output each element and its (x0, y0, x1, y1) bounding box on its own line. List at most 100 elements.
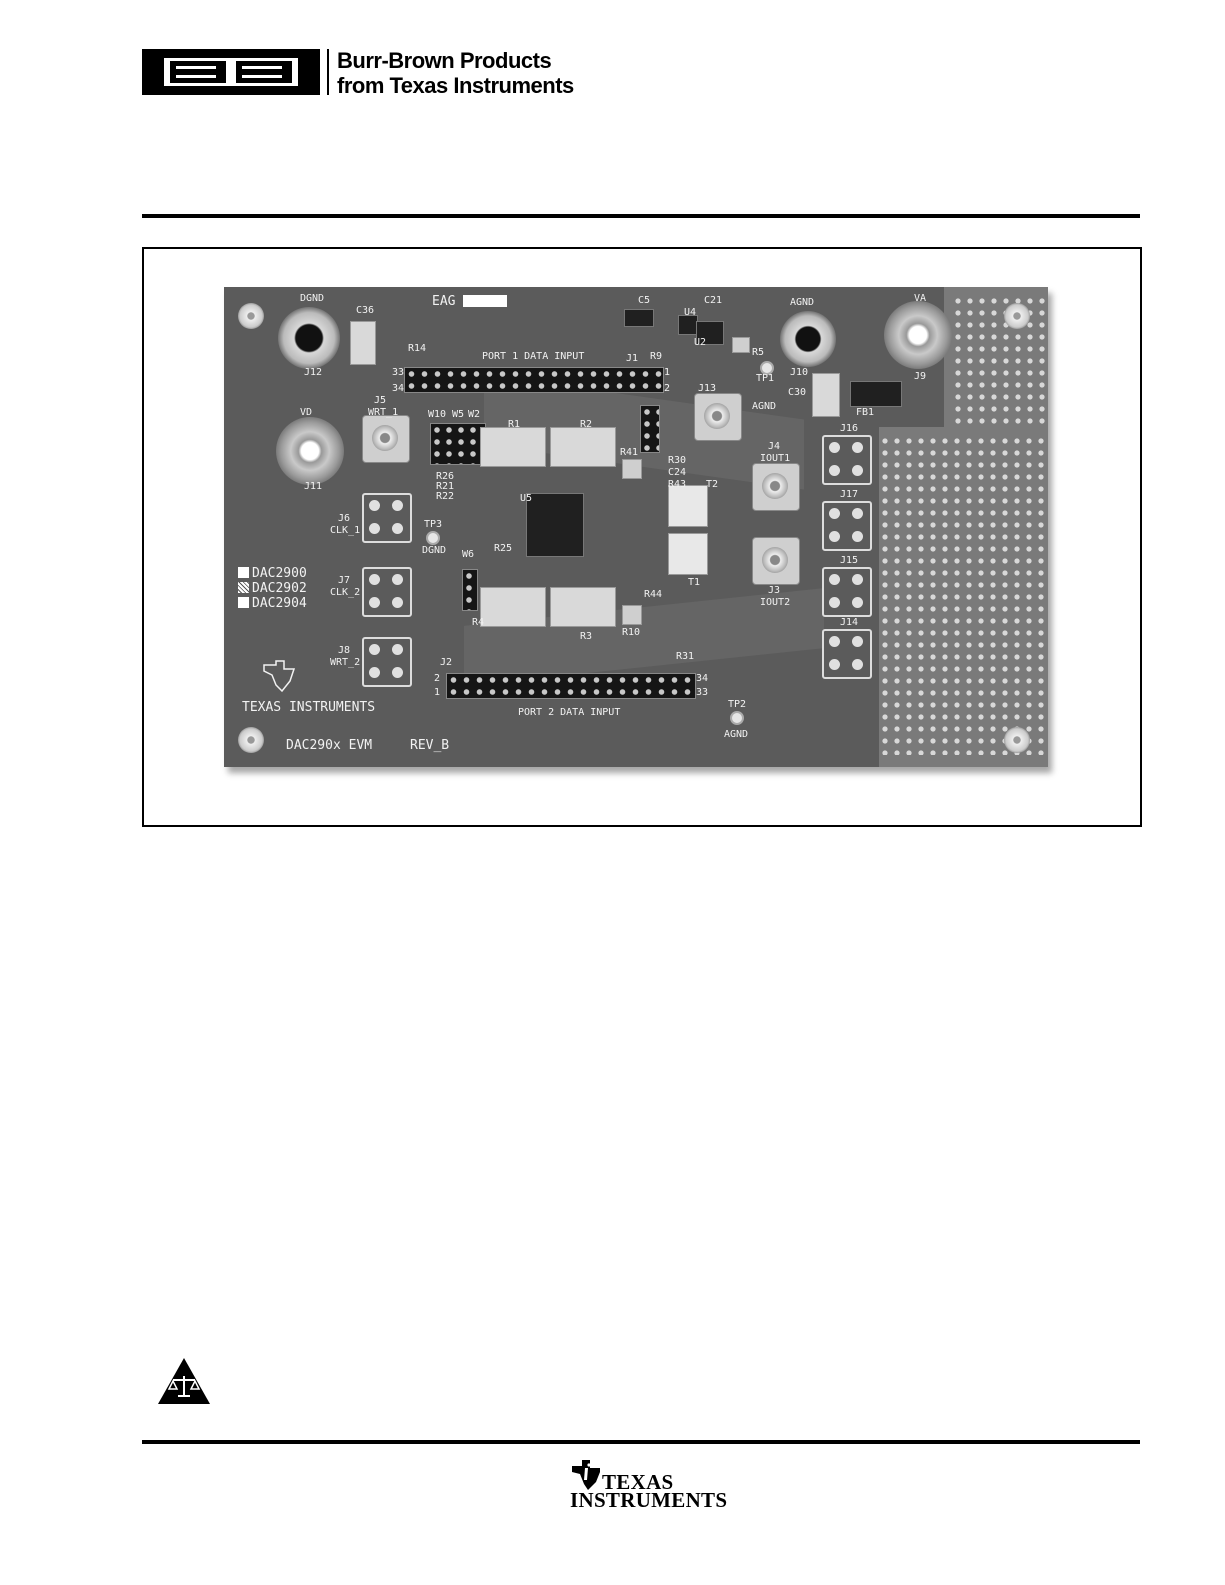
silk-r26: R26 (436, 471, 455, 482)
silk-r3: R3 (580, 631, 593, 642)
silk-r30: R30 (668, 455, 687, 466)
silk-agnd-top: AGND (790, 297, 815, 308)
silk-j8: J8 (338, 645, 351, 656)
footprint-j17 (822, 501, 872, 551)
brand-line-2: from Texas Instruments (337, 73, 574, 98)
silk-tp2: TP2 (728, 699, 747, 710)
silk-j15: J15 (840, 555, 859, 566)
silk-agnd-tp2: AGND (724, 729, 749, 740)
footprint-j14 (822, 629, 872, 679)
board-photo-frame: DGND C36 EAG C5 C21 U4 U2 R5 R9 AGND VA … (142, 247, 1142, 827)
silk-rev: REV_B (410, 738, 450, 753)
silk-dgnd-tp3: DGND (422, 545, 447, 556)
silk-dac2902-text: DAC2902 (252, 581, 307, 596)
silk-c30: C30 (788, 387, 807, 398)
silk-u2: U2 (694, 337, 707, 348)
sma-connector-j4 (752, 463, 800, 511)
silk-r5: R5 (752, 347, 765, 358)
silk-clk1: CLK_1 (330, 525, 361, 536)
silk-r25: R25 (494, 543, 513, 554)
silk-j3: J3 (768, 585, 781, 596)
silk-r43: R43 (668, 479, 687, 490)
silk-r10: R10 (622, 627, 641, 638)
silk-j16: J16 (840, 423, 859, 434)
silk-r1: R1 (508, 419, 521, 430)
silk-clk2: CLK_2 (330, 587, 361, 598)
silk-pin2-j1: 2 (664, 383, 671, 394)
footprint-j7 (362, 567, 412, 617)
silk-tp1: TP1 (756, 373, 775, 384)
silk-r14: R14 (408, 343, 427, 354)
header-divider (327, 49, 329, 95)
mounting-hole (238, 303, 264, 329)
silk-dac2904-text: DAC2904 (252, 596, 307, 611)
burr-brown-logo (142, 49, 320, 95)
silk-eag-text: EAG (432, 294, 456, 309)
silk-c36: C36 (356, 305, 375, 316)
jumper-w6 (462, 569, 478, 611)
silk-pin1-j1: 1 (664, 367, 671, 378)
ti-wordmark-line-1: TEXAS (602, 1470, 674, 1494)
header-j2 (446, 673, 696, 699)
silk-r22: R22 (436, 491, 455, 502)
sma-connector-j3 (752, 537, 800, 585)
silk-j9: J9 (914, 371, 927, 382)
capacitor-c36 (350, 321, 376, 365)
resistor-pack-r2 (550, 427, 616, 467)
mounting-hole (238, 727, 264, 753)
silk-r2: R2 (580, 419, 593, 430)
mounting-hole (1004, 727, 1030, 753)
component-r41 (622, 459, 642, 479)
brand-line-1: Burr-Brown Products (337, 48, 552, 73)
footprint-j16 (822, 435, 872, 485)
silk-eag: EAG (432, 294, 508, 309)
ti-logo-icon (572, 1460, 600, 1490)
silk-j7: J7 (338, 575, 351, 586)
silk-u4: U4 (684, 307, 697, 318)
silk-j14: J14 (840, 617, 859, 628)
silk-j10: J10 (790, 367, 809, 378)
important-notice-icon (158, 1358, 210, 1404)
ti-silkscreen-logo-icon (263, 660, 296, 693)
resistor-pack-r4 (480, 587, 546, 627)
silk-u5: U5 (520, 493, 533, 504)
silk-t1: T1 (688, 577, 701, 588)
footprint-j8 (362, 637, 412, 687)
silk-dac2900-text: DAC2900 (252, 566, 307, 581)
test-point-tp1 (760, 361, 774, 375)
silk-dac2902: DAC2902 (238, 582, 307, 596)
header-w1 (640, 405, 660, 453)
silk-c21: C21 (704, 295, 723, 306)
silk-w2: W2 (468, 409, 481, 420)
prototype-area-top (952, 295, 1048, 427)
component-r5 (732, 337, 750, 353)
silk-t2: T2 (706, 479, 719, 490)
silk-dac2904: DAC2904 (238, 597, 307, 611)
silk-j4: J4 (768, 441, 781, 452)
prototype-area (879, 435, 1048, 755)
banana-jack-j9 (884, 301, 952, 369)
capacitor-c5 (624, 309, 654, 327)
silk-iout2: IOUT2 (760, 597, 791, 608)
silk-r9: R9 (650, 351, 663, 362)
footprint-j6 (362, 493, 412, 543)
transformer-t1 (668, 533, 708, 575)
silk-w6: W6 (462, 549, 475, 560)
bottom-rule (142, 1440, 1140, 1444)
silk-tp3: TP3 (424, 519, 443, 530)
silk-pin2-j2: 2 (434, 673, 441, 684)
silk-pin33-j2: 33 (696, 687, 709, 698)
silk-vd: VD (300, 407, 313, 418)
checkbox-dac2902-checked (238, 582, 249, 593)
capacitor-c30 (812, 373, 840, 417)
silk-r44: R44 (644, 589, 663, 600)
silk-wrt1: WRT_1 (368, 407, 399, 418)
top-rule (142, 214, 1140, 218)
test-point-tp3 (426, 531, 440, 545)
silk-j13: J13 (698, 383, 717, 394)
silk-pin34-j1: 34 (392, 383, 405, 394)
sma-connector-j13 (694, 393, 742, 441)
silk-wrt2: WRT_2 (330, 657, 361, 668)
sma-connector-j5 (362, 415, 410, 463)
banana-jack-j12 (278, 307, 340, 369)
